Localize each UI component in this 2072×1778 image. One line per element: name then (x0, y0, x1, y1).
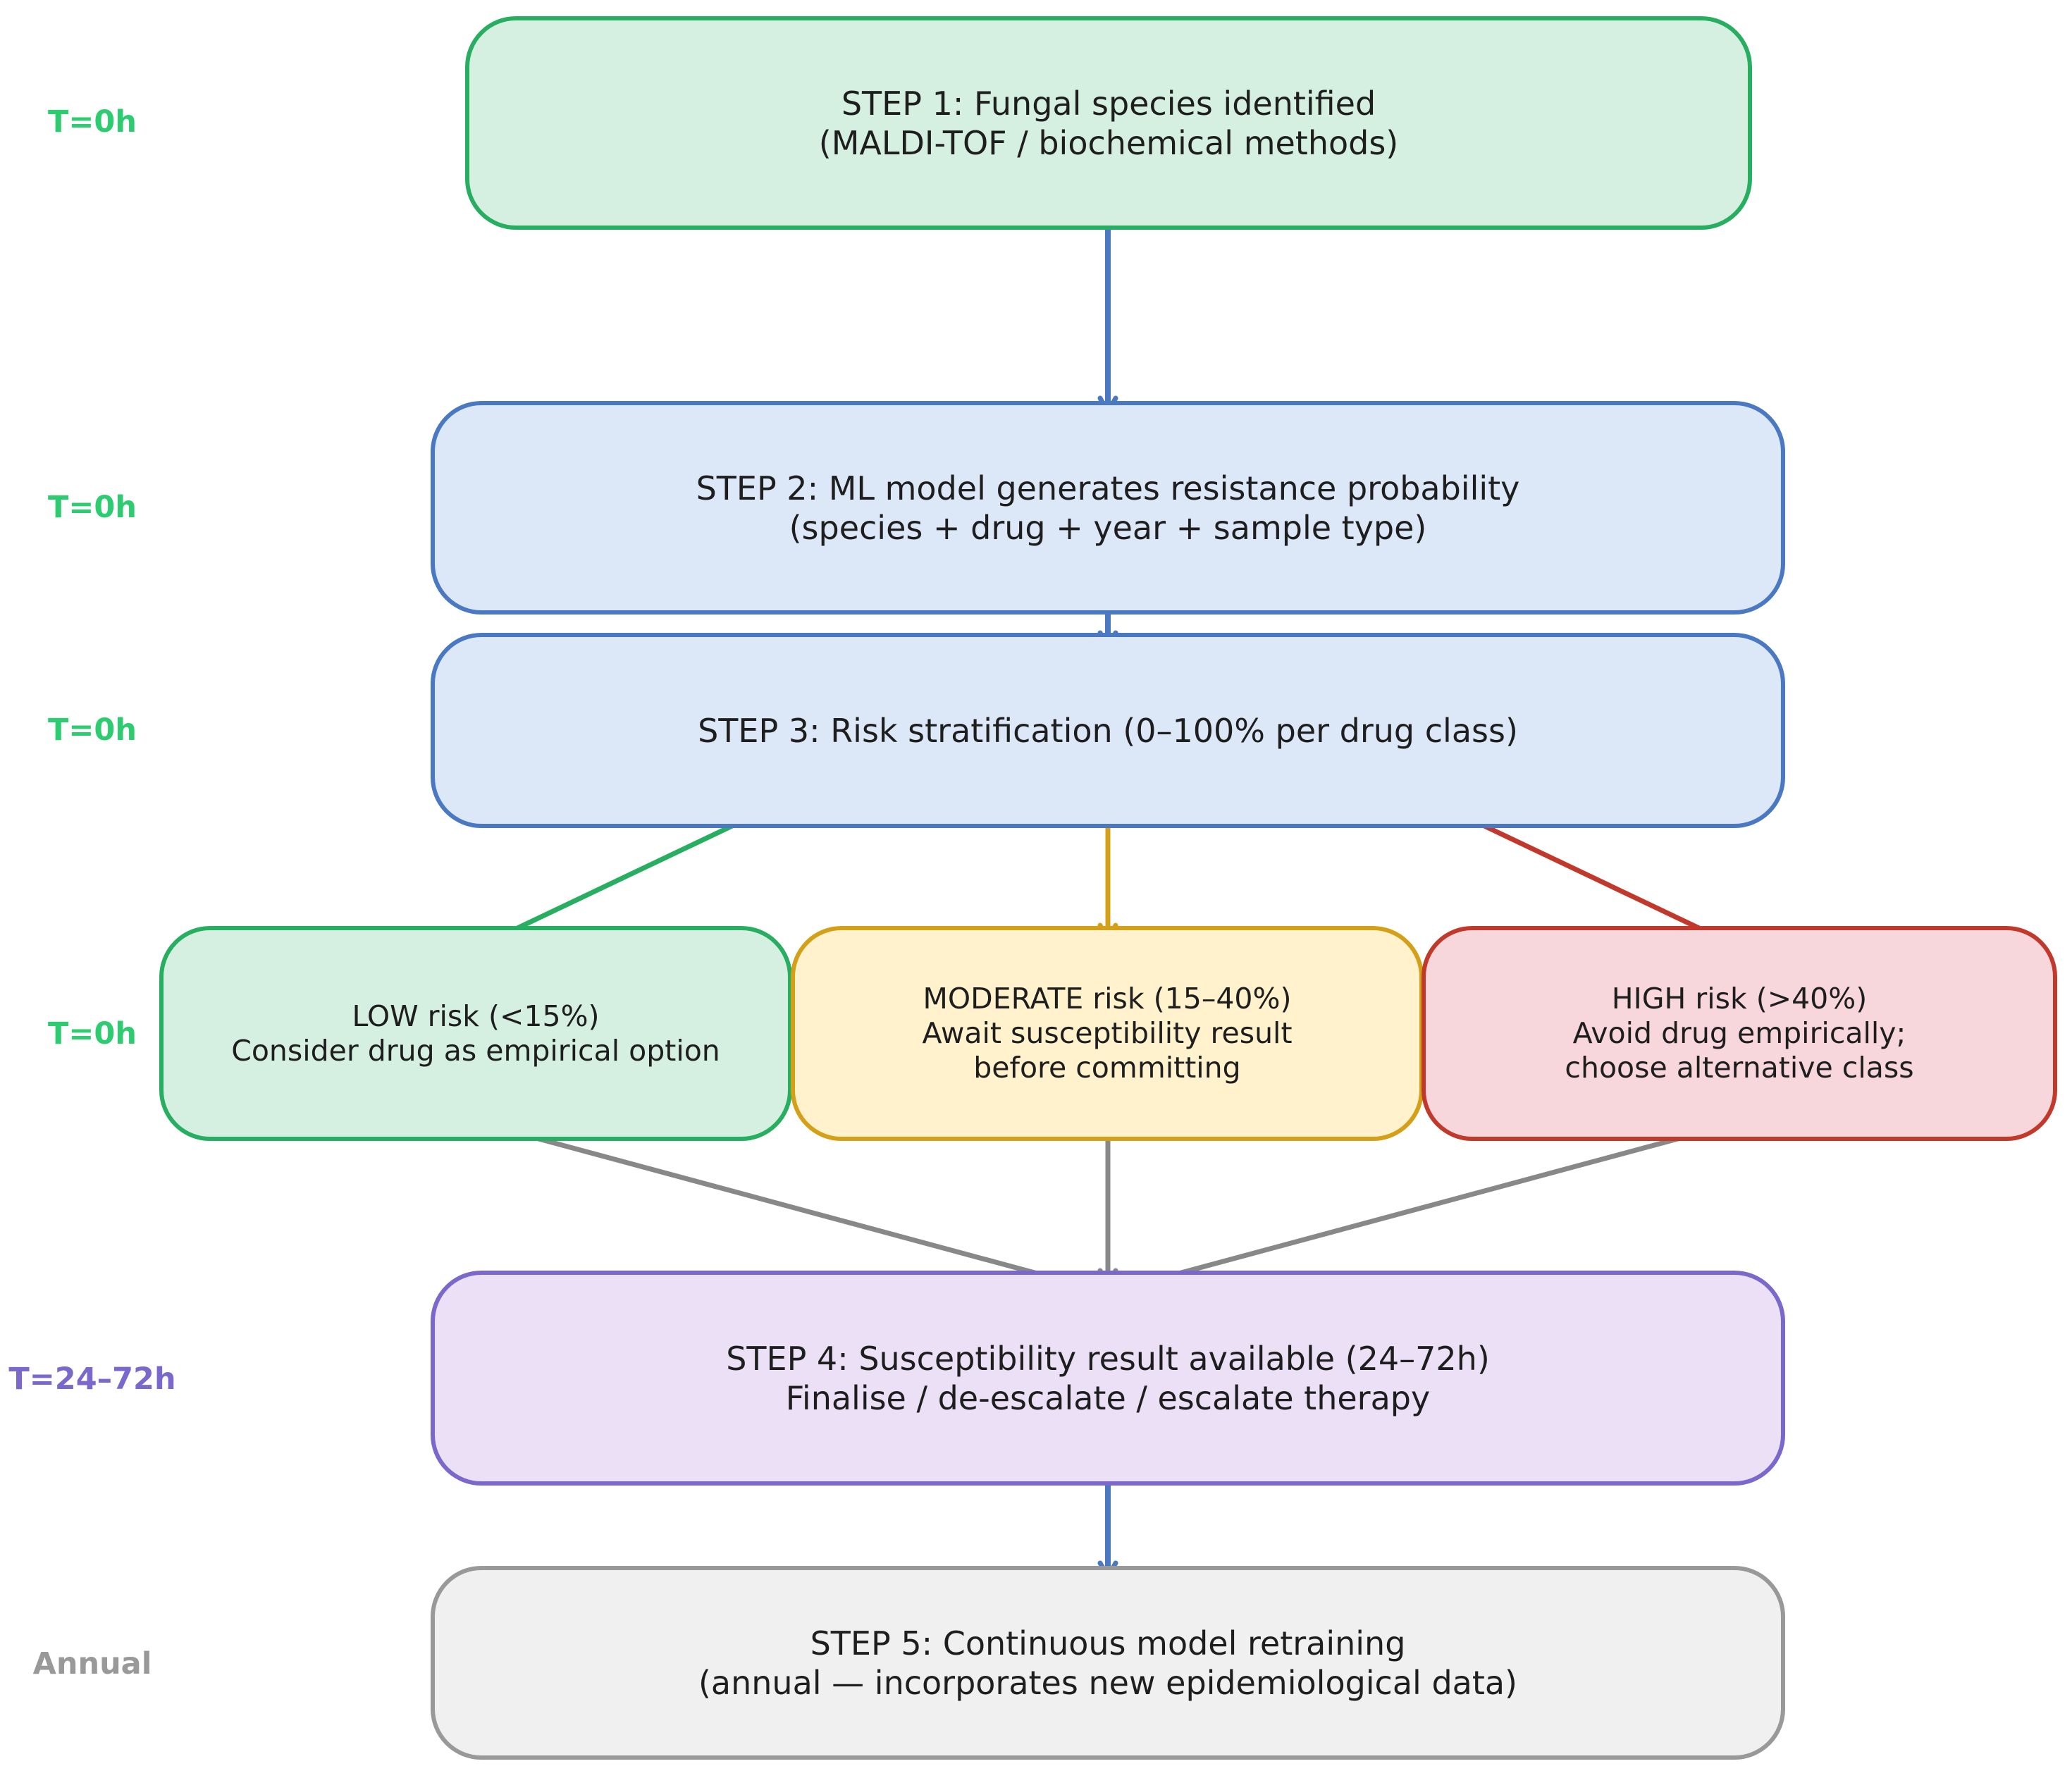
high-risk-action-cont: choose alternative class (1565, 1051, 1914, 1085)
step5-box: STEP 5: Continuous model retraining (ann… (431, 1566, 1785, 1760)
step2-title: STEP 2: ML model generates resistance pr… (696, 469, 1520, 507)
timeline-label-risk: T=0h (48, 1016, 137, 1051)
step1-box: STEP 1: Fungal species identified (MALDI… (465, 16, 1752, 230)
step4-box: STEP 4: Susceptibility result available … (431, 1271, 1785, 1486)
moderate-risk-title: MODERATE risk (15–40%) (923, 982, 1292, 1015)
high-risk-title: HIGH risk (>40%) (1611, 982, 1868, 1015)
arrow-low-to-step4 (479, 1120, 1100, 1292)
arrow-high-to-step4 (1116, 1120, 1738, 1292)
low-risk-action: Consider drug as empirical option (231, 1033, 720, 1068)
step1-title: STEP 1: Fungal species identified (841, 84, 1376, 123)
arrow-step3-to-low (483, 808, 767, 946)
step2-detail: (species + drug + year + sample type) (789, 508, 1427, 547)
low-risk-title: LOW risk (<15%) (352, 999, 600, 1033)
step5-title: STEP 5: Continuous model retraining (810, 1624, 1406, 1662)
timeline-label-step3: T=0h (48, 712, 137, 748)
high-risk-box: HIGH risk (>40%) Avoid drug empirically;… (1422, 926, 2057, 1141)
moderate-risk-action: Await susceptibility result (922, 1016, 1293, 1050)
arrow-step3-to-high (1449, 808, 1733, 946)
step5-detail: (annual — incorporates new epidemiologic… (698, 1663, 1518, 1702)
timeline-label-step4: T=24–72h (8, 1362, 176, 1397)
timeline-label-step2: T=0h (48, 490, 137, 525)
timeline-label-step5: Annual (32, 1646, 152, 1681)
timeline-label-step1: T=0h (48, 104, 137, 140)
step1-detail: (MALDI-TOF / biochemical methods) (818, 123, 1399, 162)
step4-detail: Finalise / de-escalate / escalate therap… (785, 1378, 1431, 1417)
low-risk-box: LOW risk (<15%) Consider drug as empiric… (159, 926, 792, 1141)
moderate-risk-box: MODERATE risk (15–40%) Await susceptibil… (791, 926, 1424, 1141)
step3-box: STEP 3: Risk stratification (0–100% per … (431, 633, 1785, 828)
step4-title: STEP 4: Susceptibility result available … (726, 1339, 1490, 1378)
high-risk-action: Avoid drug empirically; (1572, 1016, 1906, 1050)
moderate-risk-action-cont: before committing (973, 1051, 1241, 1085)
step3-title: STEP 3: Risk stratification (0–100% per … (698, 711, 1518, 750)
step2-box: STEP 2: ML model generates resistance pr… (431, 401, 1785, 615)
